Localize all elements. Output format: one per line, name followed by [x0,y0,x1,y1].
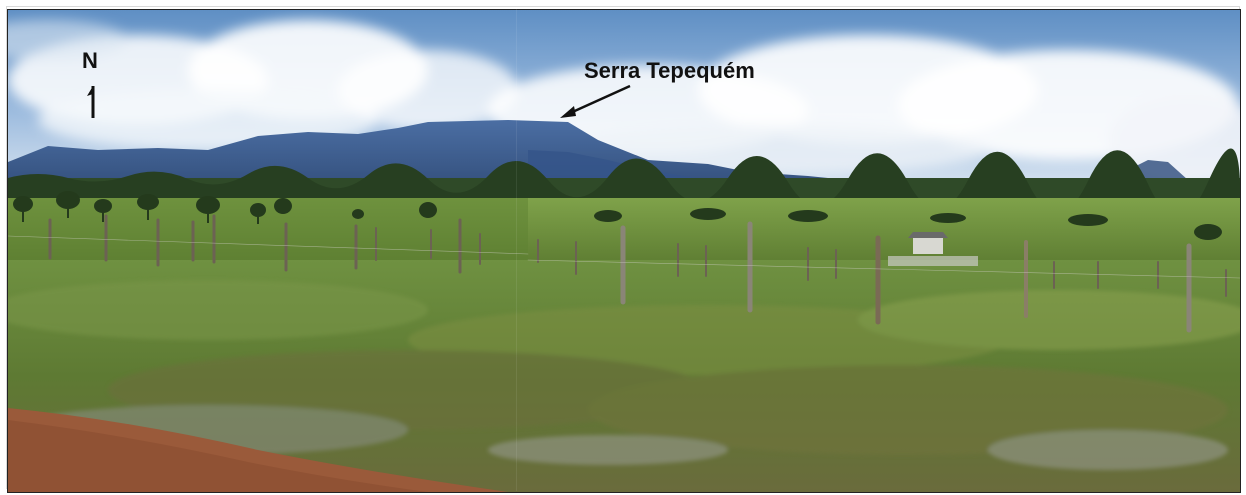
north-arrow-icon [87,86,95,118]
pointer-arrow-icon [560,84,631,118]
panorama-seam [516,9,517,491]
feature-label-serra-tepequem: Serra Tepequém [584,58,755,83]
farm-shed [888,232,978,266]
north-label: N [82,48,98,73]
landscape-photo [7,9,1241,493]
grass-texture [8,280,1240,470]
landscape-illustration [8,10,1240,492]
scattered-trees [13,191,1222,240]
fence [8,214,1240,333]
